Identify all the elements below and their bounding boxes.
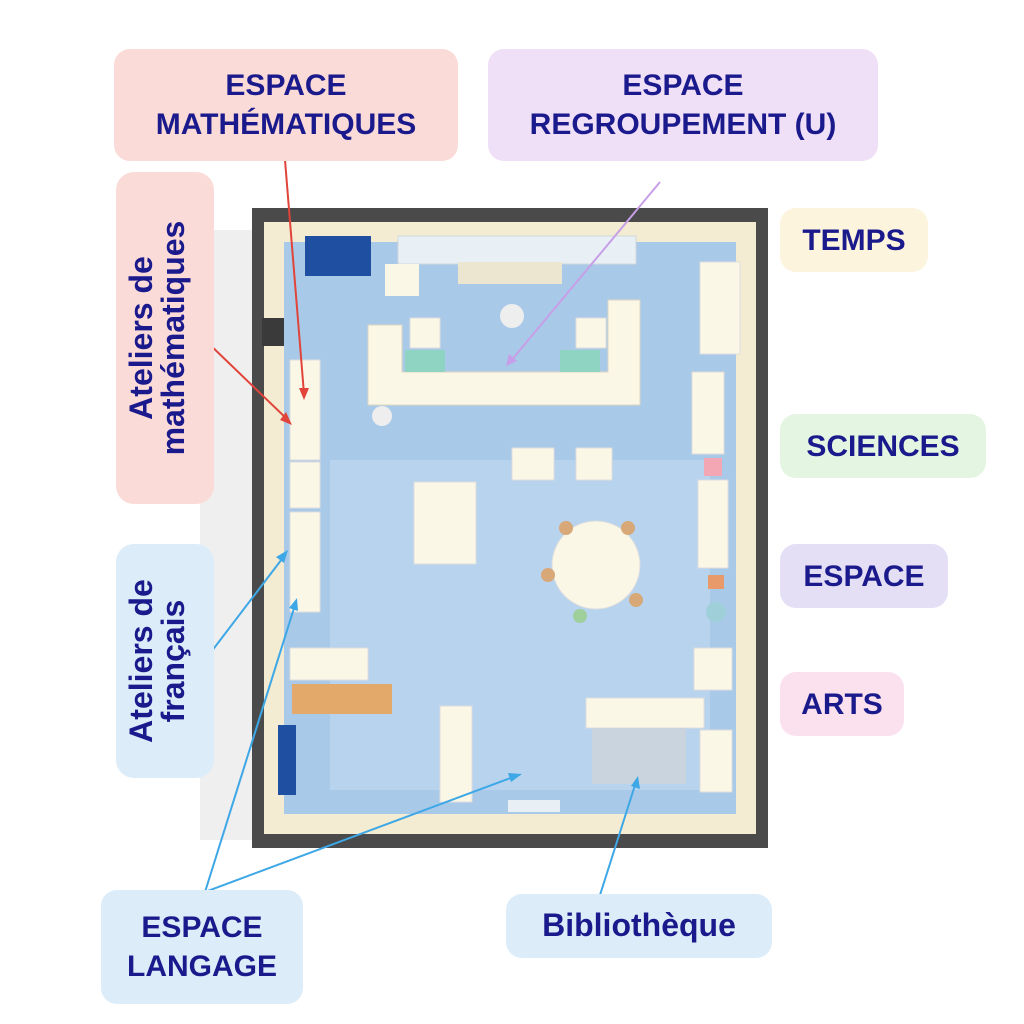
cabinet-sciences-2 — [697, 479, 729, 569]
chair-round-2 — [621, 521, 635, 535]
work-table — [413, 481, 477, 565]
label-arts: ARTS — [780, 672, 904, 736]
label-espace-langage: ESPACE LANGAGE — [101, 890, 303, 1004]
desk-wood — [292, 684, 392, 714]
window-top — [397, 235, 637, 265]
stool — [500, 304, 524, 328]
globe — [706, 602, 726, 622]
cabinet-espace — [693, 647, 733, 691]
shelf-maths-2 — [289, 461, 321, 509]
label-ateliers-francais-line1: Ateliers de — [123, 579, 159, 743]
label-ateliers-francais-line2: français — [155, 599, 191, 723]
label-espace-mathematiques: ESPACE MATHÉMATIQUES — [114, 49, 458, 161]
round-table — [551, 520, 641, 610]
arrowhead-espace-maths — [299, 388, 309, 400]
label-sciences-text: SCIENCES — [806, 429, 960, 463]
arrowhead-langage-2 — [508, 773, 522, 782]
stool-2 — [372, 406, 392, 426]
top-cabinet — [458, 262, 562, 284]
cabinet-sciences-1 — [691, 371, 725, 455]
label-espace-mathematiques-line2: MATHÉMATIQUES — [155, 108, 417, 141]
label-ateliers-mathematiques: Ateliers de mathématiques — [116, 172, 214, 504]
shelf-maths-1 — [289, 359, 321, 461]
label-espace-langage-line1: ESPACE — [141, 911, 263, 944]
armchair-right — [560, 350, 600, 372]
label-temps: TEMPS — [780, 208, 928, 272]
box-pink — [704, 458, 722, 476]
cabinet-temps — [699, 261, 741, 355]
label-ateliers-francais: Ateliers de français — [116, 544, 214, 778]
shelf-francais — [289, 511, 321, 613]
arrowhead-regroupement — [506, 354, 517, 366]
label-ateliers-mathematiques-line1: Ateliers de — [123, 256, 159, 420]
label-arts-text: ARTS — [801, 687, 883, 721]
arrow-espace-maths — [284, 159, 305, 395]
arrowhead-ateliers-francais — [276, 550, 288, 563]
small-table-1 — [511, 447, 555, 481]
label-espace-regroupement: ESPACE REGROUPEMENT (U) — [488, 49, 878, 161]
counter-langage — [289, 647, 369, 681]
library-bench — [585, 697, 705, 729]
arrow-langage-2 — [204, 775, 517, 893]
label-temps-text: TEMPS — [802, 223, 906, 257]
door-top-left — [305, 236, 371, 276]
label-espace-langage-line2: LANGAGE — [127, 950, 277, 983]
u-block-right — [575, 317, 607, 349]
arrowhead-bibliotheque — [631, 776, 640, 789]
u-table — [367, 299, 641, 406]
box-orange — [708, 575, 724, 589]
small-table-2 — [575, 447, 613, 481]
label-ateliers-mathematiques-line2: mathématiques — [155, 220, 191, 456]
arrowhead-langage-1 — [289, 598, 298, 611]
library-rug — [592, 728, 686, 784]
chair-round-5 — [573, 609, 587, 623]
chair-round-3 — [541, 568, 555, 582]
arrow-ateliers-maths — [204, 339, 289, 421]
chair-round-4 — [629, 593, 643, 607]
label-espace-text: ESPACE — [803, 559, 925, 593]
arrowhead-ateliers-maths — [280, 412, 292, 425]
label-bibliotheque-text: Bibliothèque — [542, 907, 736, 944]
label-sciences: SCIENCES — [780, 414, 986, 478]
label-espace-mathematiques-line1: ESPACE — [225, 69, 347, 102]
door-bottom-left — [278, 725, 296, 795]
arrow-langage-1 — [204, 604, 296, 893]
small-cabinet — [385, 264, 419, 296]
wall-post — [262, 318, 284, 346]
arrow-ateliers-francais — [204, 554, 286, 661]
arrow-regroupement — [509, 181, 661, 363]
label-espace: ESPACE — [780, 544, 948, 608]
armchair-left — [405, 350, 445, 372]
window-bottom — [508, 800, 560, 812]
label-bibliotheque: Bibliothèque — [506, 894, 772, 958]
arrow-bibliotheque — [599, 781, 637, 896]
u-block-left — [409, 317, 441, 349]
label-espace-regroupement-line1: ESPACE — [622, 69, 744, 102]
label-espace-regroupement-line2: REGROUPEMENT (U) — [529, 108, 837, 141]
easel-langage — [439, 705, 473, 803]
chair-round-1 — [559, 521, 573, 535]
cabinet-arts — [699, 729, 733, 793]
